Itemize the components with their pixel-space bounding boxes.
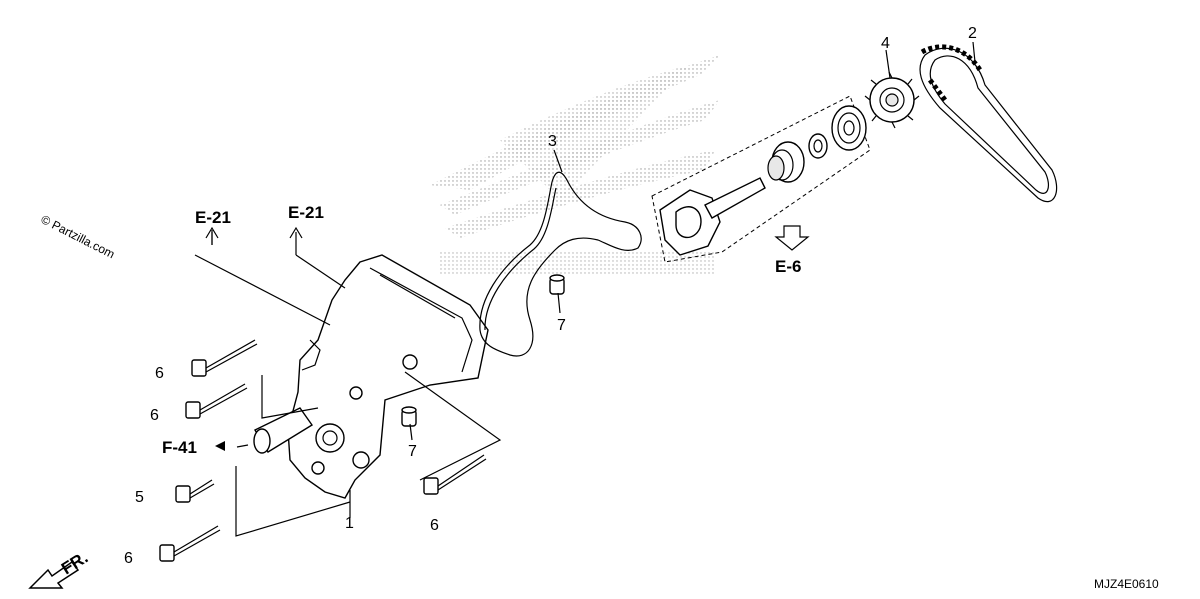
callout-6b: 6 (150, 407, 159, 424)
ref-f41: F-41 (162, 438, 197, 457)
bearing-small (808, 133, 828, 159)
callout-7a: 7 (557, 317, 566, 334)
callout-2: 2 (968, 25, 977, 42)
ref-e21-right: E-21 (288, 203, 324, 222)
callout-5: 5 (135, 489, 144, 506)
callout-1: 1 (345, 515, 354, 532)
callout-4: 4 (881, 35, 890, 52)
pump-sprocket (864, 71, 920, 129)
callout-3: 3 (548, 133, 557, 150)
callout-7b: 7 (408, 443, 417, 460)
bolt-5 (175, 479, 215, 503)
seal-pulley (767, 141, 805, 183)
watermark-text: © Partzilla.com (39, 212, 117, 261)
bearing-large (831, 105, 867, 151)
callout-6a: 6 (155, 365, 164, 382)
bolt-6-lower (159, 525, 221, 562)
ref-arrow-e21-right (289, 226, 303, 239)
dowel-pin-lower (401, 406, 417, 427)
bolt-6-right (423, 454, 487, 495)
callout-6d: 6 (430, 517, 439, 534)
ref-arrow-e21-left (205, 226, 219, 245)
drive-chain (919, 44, 1058, 203)
bolt-6-middle (185, 383, 248, 419)
pump-cover (253, 254, 489, 499)
callout-6c: 6 (124, 550, 133, 567)
brand-wing-logo (430, 55, 720, 275)
ref-arrow-f41 (215, 441, 225, 451)
leader-lines (194, 41, 976, 537)
dowel-pin-upper (549, 274, 565, 295)
drawing-code: MJZ4E0610 (1094, 577, 1159, 591)
ref-e6: E-6 (775, 257, 801, 276)
front-direction-arrow (28, 560, 80, 589)
ref-arrow-e6 (774, 225, 810, 251)
pump-shaft-assembly (651, 95, 871, 263)
ref-e21-left: E-21 (195, 208, 231, 227)
pump-gasket (479, 171, 642, 357)
bolt-6-upper (191, 339, 258, 377)
